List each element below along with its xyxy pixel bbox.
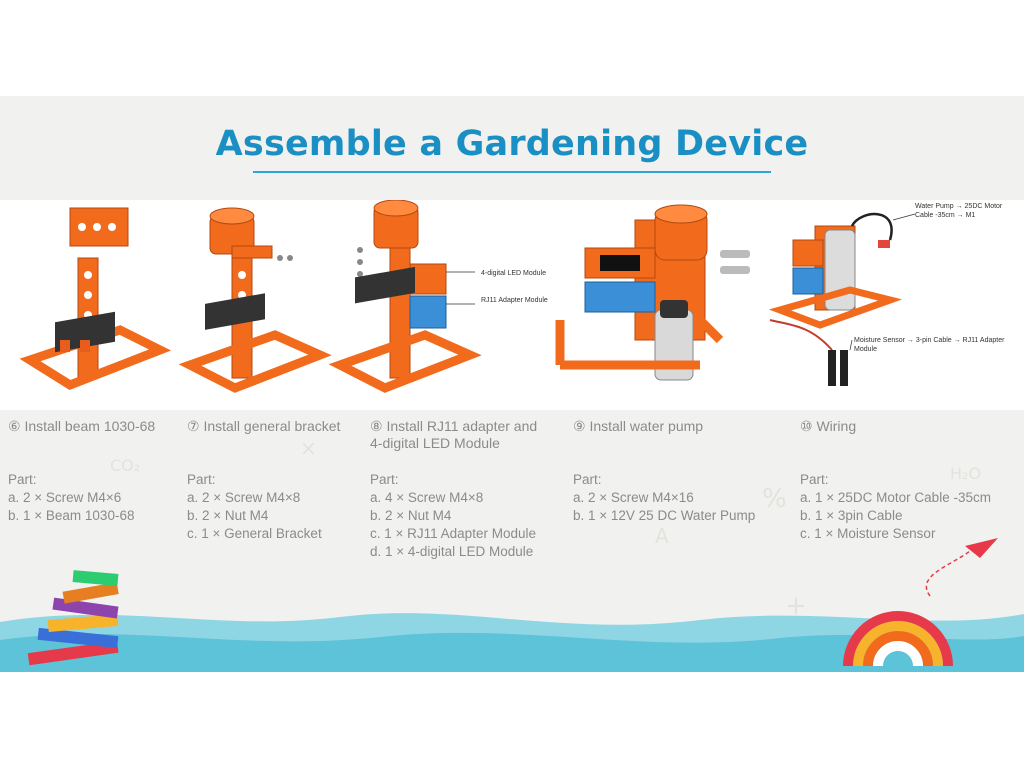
step8-parts-label: Part: bbox=[370, 472, 399, 487]
doodle-plus: + bbox=[785, 591, 807, 621]
callout-sensor-1: Moisture Sensor → 3-pin Cable → RJ11 Ada… bbox=[854, 337, 1005, 344]
step6-title: ⑥ Install beam 1030-68 bbox=[8, 418, 156, 434]
step10-part-c: c. 1 × Moisture Sensor bbox=[800, 526, 936, 541]
step7-part-c: c. 1 × General Bracket bbox=[187, 526, 322, 541]
step10-parts: Part: a. 1 × 25DC Motor Cable -35cm b. 1… bbox=[800, 471, 991, 543]
step6-parts: Part: a. 2 × Screw M4×6 b. 1 × Beam 1030… bbox=[8, 471, 134, 525]
paper-plane-icon bbox=[925, 538, 998, 597]
step10-part-b: b. 1 × 3pin Cable bbox=[800, 508, 903, 523]
step6-illustration bbox=[19, 207, 172, 391]
step7-parts: Part: a. 2 × Screw M4×8 b. 2 × Nut M4 c.… bbox=[187, 471, 322, 543]
step8-part-c: c. 1 × RJ11 Adapter Module bbox=[370, 526, 536, 541]
step6-parts-label: Part: bbox=[8, 472, 37, 487]
doodle-co2: CO₂ bbox=[110, 456, 141, 475]
step9-part-a: a. 2 × Screw M4×16 bbox=[573, 490, 694, 505]
step8-title-line2: 4-digital LED Module bbox=[370, 435, 500, 451]
step8-part-b: b. 2 × Nut M4 bbox=[370, 508, 452, 523]
step8-part-d: d. 1 × 4-digital LED Module bbox=[370, 544, 534, 559]
step10-parts-label: Part: bbox=[800, 472, 829, 487]
step8-parts: Part: a. 4 × Screw M4×8 b. 2 × Nut M4 c.… bbox=[370, 471, 536, 561]
step7-illustration bbox=[178, 207, 332, 393]
books-icon bbox=[27, 570, 119, 666]
step8-part-a: a. 4 × Screw M4×8 bbox=[370, 490, 484, 505]
callout-led-module: 4-digital LED Module bbox=[481, 270, 546, 277]
callout-pump-1: Water Pump → 25DC Motor bbox=[915, 203, 1003, 210]
assembly-illustrations bbox=[19, 199, 916, 393]
step9-illustration bbox=[555, 204, 750, 381]
step8-title: ⑧ Install RJ11 adapter and 4-digital LED… bbox=[370, 418, 537, 452]
step10-title: ⑩ Wiring bbox=[800, 418, 857, 434]
doodle-percent: % bbox=[762, 484, 787, 514]
step9-parts-label: Part: bbox=[573, 472, 602, 487]
step6-part-b: b. 1 × Beam 1030-68 bbox=[8, 508, 135, 523]
callout-rj11-module: RJ11 Adapter Module bbox=[481, 297, 548, 304]
callout-sensor-2: Module bbox=[854, 346, 877, 353]
doodle-x: × bbox=[300, 436, 317, 460]
callout-pump-2: Cable -35cm → M1 bbox=[915, 212, 976, 219]
footer-wave bbox=[0, 613, 1024, 672]
step7-title: ⑦ Install general bracket bbox=[187, 418, 341, 434]
rainbow-icon bbox=[843, 611, 953, 666]
doodle-letter-a: A bbox=[655, 524, 669, 548]
slide: H₂O CO₂ % + A × Assemble a Gardening Dev… bbox=[0, 96, 1024, 672]
step7-part-b: b. 2 × Nut M4 bbox=[187, 508, 269, 523]
step6-part-a: a. 2 × Screw M4×6 bbox=[8, 490, 122, 505]
step9-title: ⑨ Install water pump bbox=[573, 418, 704, 434]
illustration-band: 4-digital LED Module RJ11 Adapter Module… bbox=[0, 199, 1024, 410]
step9-parts: Part: a. 2 × Screw M4×16 b. 1 × 12V 25 D… bbox=[573, 471, 755, 525]
step10-illustration bbox=[768, 212, 916, 386]
title-underline bbox=[253, 171, 771, 173]
step7-parts-label: Part: bbox=[187, 472, 216, 487]
step10-part-a: a. 1 × 25DC Motor Cable -35cm bbox=[800, 490, 991, 505]
step7-part-a: a. 2 × Screw M4×8 bbox=[187, 490, 301, 505]
page-title: Assemble a Gardening Device bbox=[215, 124, 809, 164]
step8-illustration bbox=[328, 199, 482, 393]
step8-title-line1: ⑧ Install RJ11 adapter and bbox=[370, 418, 538, 434]
doodle-h2o: H₂O bbox=[950, 464, 982, 483]
step9-part-b: b. 1 × 12V 25 DC Water Pump bbox=[573, 508, 756, 523]
